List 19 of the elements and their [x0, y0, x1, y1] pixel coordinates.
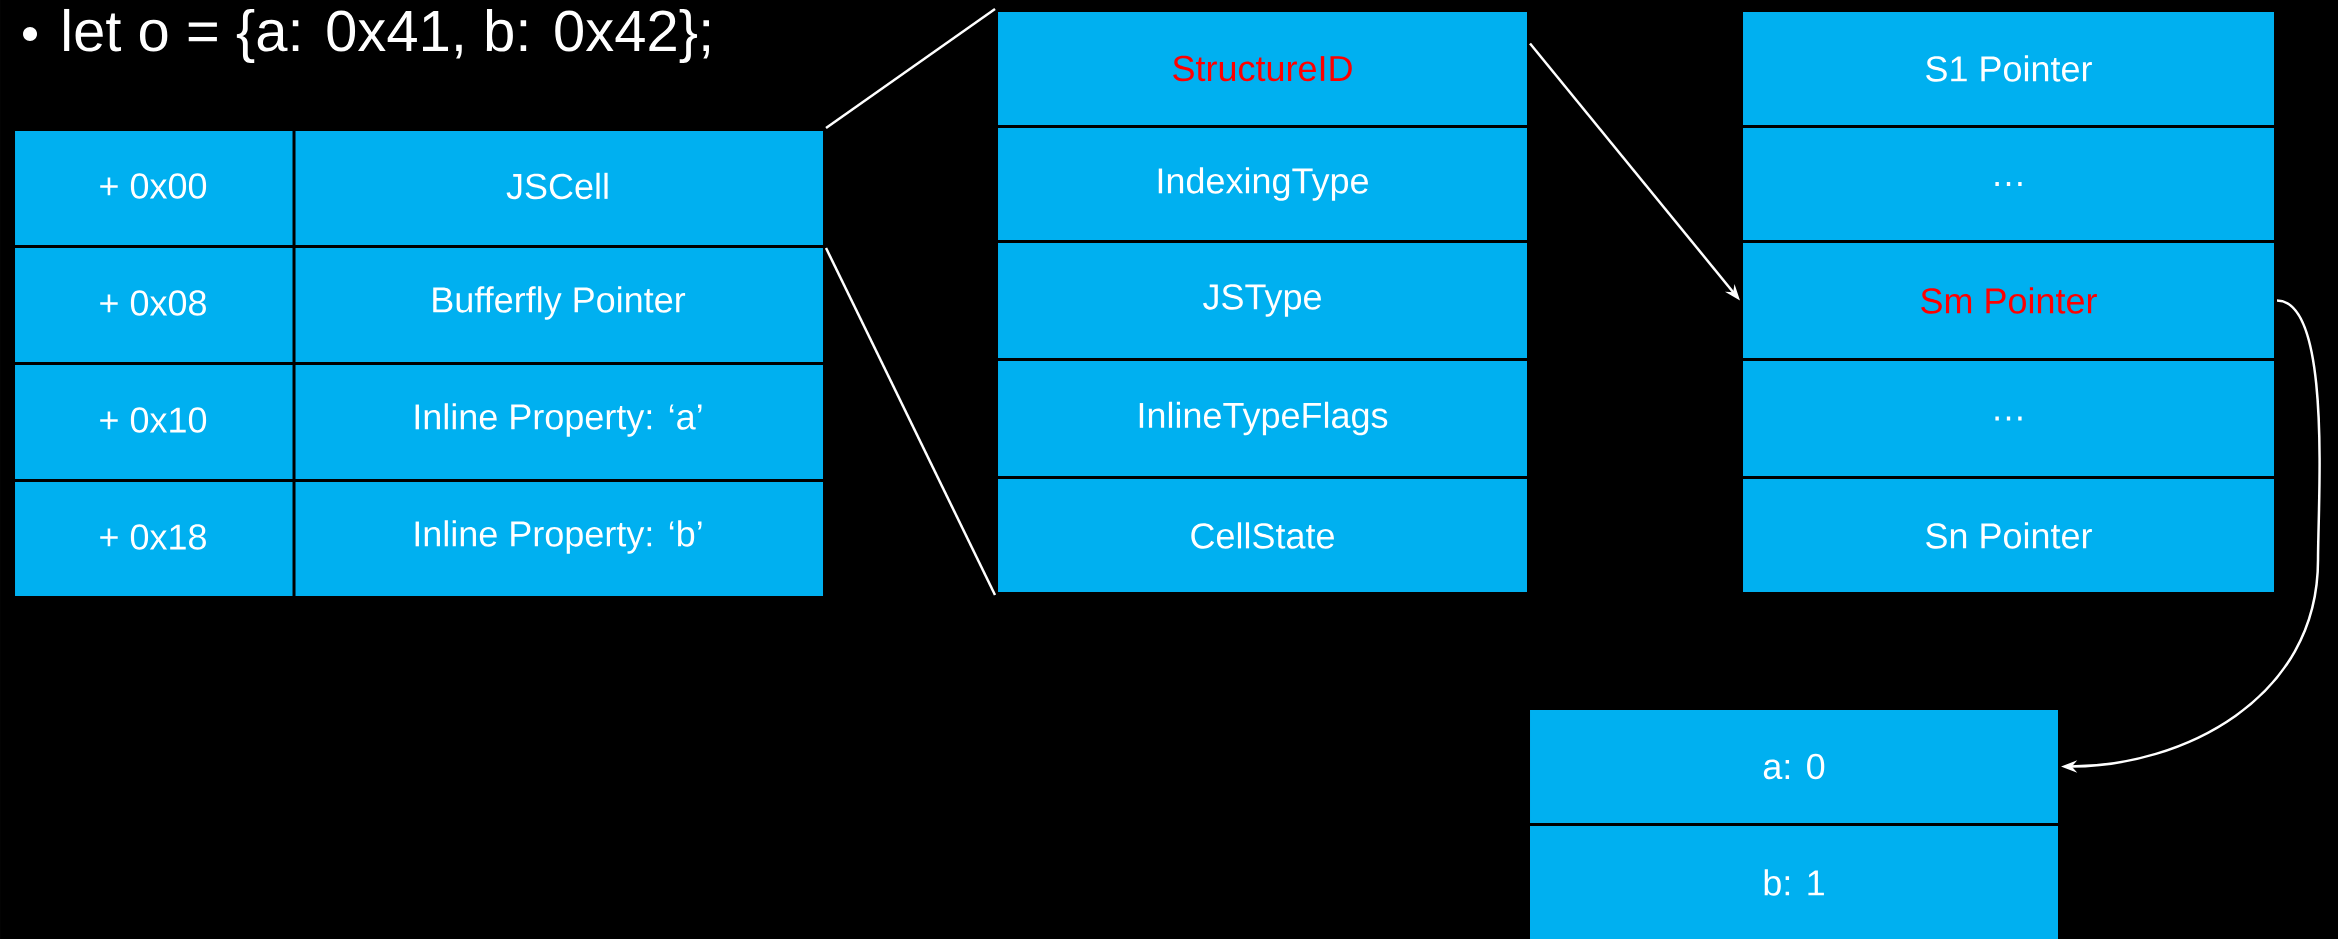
table-cell: StructureID: [995, 9, 1530, 128]
table-cell: b: 1: [1527, 823, 2061, 939]
table-cell: …: [1740, 125, 2277, 243]
table-row: + 0x08 Bufferfly Pointer: [12, 245, 826, 365]
table-cell: a: 0: [1527, 707, 2061, 826]
connector-line: [824, 247, 997, 596]
table-cell: S1 Pointer: [1740, 9, 2277, 128]
table-row: + 0x00 JSCell: [12, 128, 826, 248]
table-row: + 0x10 Inline Property: ‘a’: [12, 362, 826, 482]
title: let o = {a: 0x41, b: 0x42};: [64, 8, 709, 63]
table-cell: JSType: [995, 240, 1530, 361]
table-cell: Sn Pointer: [1740, 476, 2277, 595]
table-cell: CellState: [995, 476, 1530, 595]
table-cell: IndexingType: [995, 125, 1530, 243]
table-cell: InlineTypeFlags: [995, 358, 1530, 479]
table-row: + 0x18 Inline Property: ‘b’: [12, 479, 826, 599]
connector-line: [825, 7, 996, 130]
table-cell: Sm Pointer: [1740, 240, 2277, 361]
table-cell: …: [1740, 358, 2277, 479]
